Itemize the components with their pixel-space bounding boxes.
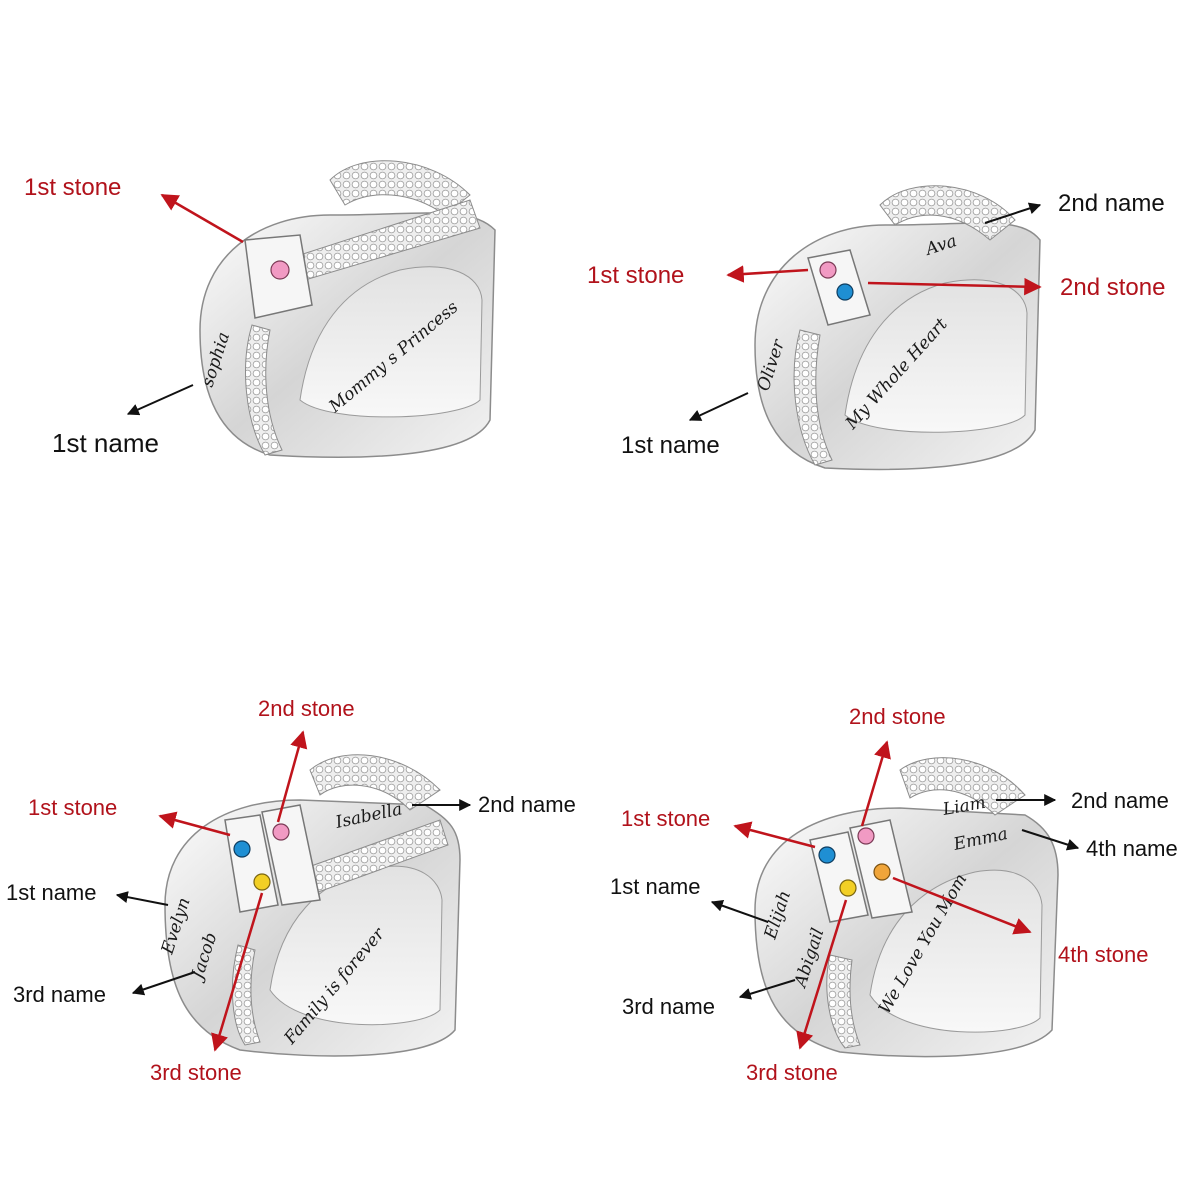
pink-stone	[819, 261, 837, 279]
label-1st-name: 1st name	[52, 428, 159, 458]
ring-4: Elijah Liam Emma Abigail We Love You Mom	[754, 757, 1059, 1058]
label-3rd-stone: 3rd stone	[746, 1060, 838, 1085]
label-2nd-name: 2nd name	[478, 792, 576, 817]
label-2nd-stone: 2nd stone	[258, 696, 355, 721]
yellow-stone	[253, 873, 271, 891]
yellow-stone	[839, 879, 857, 897]
label-1st-stone: 1st stone	[587, 262, 685, 289]
label-1st-stone: 1st stone	[621, 806, 711, 831]
pink-stone	[270, 260, 290, 280]
label-4th-name: 4th name	[1086, 836, 1178, 861]
label-3rd-name: 3rd name	[622, 994, 715, 1019]
label-1st-name: 1st name	[621, 432, 720, 459]
amber-stone	[873, 863, 891, 881]
label-1st-name: 1st name	[610, 874, 701, 899]
blue-stone	[233, 840, 251, 858]
label-4th-stone: 4th stone	[1058, 942, 1149, 967]
label-2nd-stone: 2nd stone	[1060, 274, 1166, 301]
ring-1: sophia Mommy s Princess	[198, 160, 496, 459]
label-2nd-name: 2nd name	[1058, 190, 1165, 217]
label-1st-name: 1st name	[6, 880, 97, 905]
label-3rd-name: 3rd name	[13, 982, 106, 1007]
pink-stone	[272, 823, 290, 841]
label-3rd-stone: 3rd stone	[150, 1060, 242, 1085]
ring-2: Oliver Ava My Whole Heart	[754, 185, 1041, 471]
blue-stone	[836, 283, 854, 301]
label-1st-stone: 1st stone	[28, 795, 118, 820]
label-2nd-name: 2nd name	[1071, 788, 1169, 813]
pink-stone	[857, 827, 875, 845]
label-1st-stone: 1st stone	[24, 174, 122, 201]
blue-stone	[818, 846, 836, 864]
ring-3: Evelyn Isabella Jacob Family is forever	[157, 754, 461, 1057]
label-2nd-stone: 2nd stone	[849, 704, 946, 729]
